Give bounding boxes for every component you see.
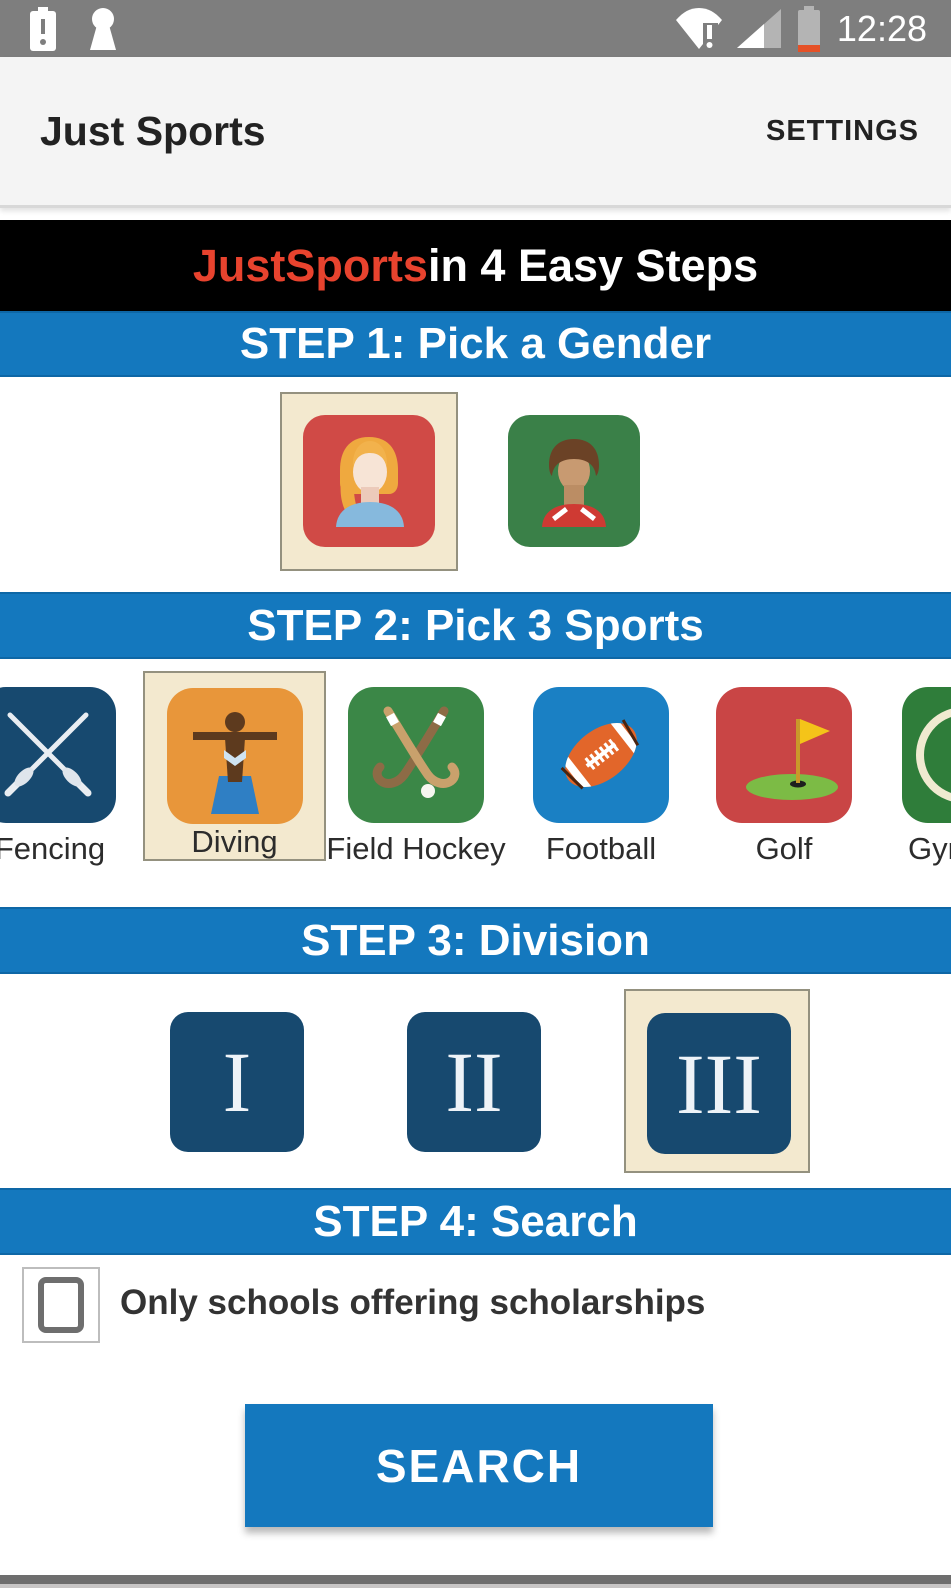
settings-button[interactable]: SETTINGS xyxy=(760,114,925,149)
step4-title: STEP 4: Search xyxy=(313,1196,638,1246)
keyhole-icon xyxy=(84,7,122,51)
status-right-icons: 12:28 xyxy=(675,6,927,52)
division-3-button[interactable]: III xyxy=(647,1013,791,1154)
status-left-icons xyxy=(28,7,122,51)
scholarships-checkbox[interactable] xyxy=(22,1267,100,1343)
division-2-label: II xyxy=(445,1034,503,1130)
step3-banner: STEP 3: Division xyxy=(0,907,951,974)
sport-fencing-label: Fencing xyxy=(0,831,106,866)
division-2-button[interactable]: II xyxy=(407,1012,541,1152)
bottom-divider-light xyxy=(0,1584,951,1588)
sport-golf-tile[interactable] xyxy=(716,687,852,823)
gymnastics-ring-icon xyxy=(902,687,951,823)
sport-gymnastics-tile[interactable] xyxy=(902,687,951,823)
football-icon xyxy=(533,687,669,823)
sport-gymnastics-label: Gym xyxy=(908,831,951,866)
step2-title: STEP 2: Pick 3 Sports xyxy=(247,600,704,650)
status-bar: 12:28 xyxy=(0,0,951,57)
battery-low-icon xyxy=(795,6,823,52)
wifi-warning-icon xyxy=(675,8,723,50)
gender-female-selection-box xyxy=(280,392,458,571)
step3-title: STEP 3: Division xyxy=(301,915,650,965)
hero-tagline: in 4 Easy Steps xyxy=(427,239,759,291)
diver-icon xyxy=(167,688,303,824)
step4-banner: STEP 4: Search xyxy=(0,1188,951,1255)
hero-banner: JustSports in 4 Easy Steps xyxy=(0,220,951,311)
sport-diving-tile[interactable] xyxy=(167,688,303,824)
scholarships-checkbox-label: Only schools offering scholarships xyxy=(120,1283,706,1322)
page-title: Just Sports xyxy=(40,107,266,154)
gender-female-button[interactable] xyxy=(303,415,435,547)
checkbox-box-icon xyxy=(38,1277,84,1333)
male-avatar-icon xyxy=(508,415,640,547)
bottom-divider-dark xyxy=(0,1575,951,1584)
golf-flag-icon xyxy=(716,687,852,823)
step1-banner: STEP 1: Pick a Gender xyxy=(0,311,951,377)
sport-golf-label: Golf xyxy=(755,831,813,866)
field-hockey-sticks-icon xyxy=(348,687,484,823)
sport-football-label: Football xyxy=(545,831,657,866)
fencing-swords-icon xyxy=(0,687,116,823)
sport-field-hockey-tile[interactable] xyxy=(348,687,484,823)
app-bar: Just Sports SETTINGS xyxy=(0,57,951,208)
step2-banner: STEP 2: Pick 3 Sports xyxy=(0,592,951,659)
sport-fencing-tile[interactable] xyxy=(0,687,116,823)
search-button[interactable]: SEARCH xyxy=(245,1404,713,1527)
sport-diving-label: Diving xyxy=(191,824,278,859)
division-1-label: I xyxy=(222,1034,252,1130)
sport-football-tile[interactable] xyxy=(533,687,669,823)
sport-field-hockey-label: Field Hockey xyxy=(326,831,506,866)
battery-alert-icon xyxy=(28,7,58,51)
step1-title: STEP 1: Pick a Gender xyxy=(239,319,712,368)
cell-signal-icon xyxy=(736,9,781,49)
division-3-selection-box: III xyxy=(624,989,810,1173)
sport-diving-selection-box: Diving xyxy=(143,671,326,861)
division-3-label: III xyxy=(676,1035,762,1132)
division-1-button[interactable]: I xyxy=(170,1012,304,1152)
gender-male-button[interactable] xyxy=(508,415,640,547)
clock: 12:28 xyxy=(836,8,927,49)
female-avatar-icon xyxy=(303,415,435,547)
hero-brand: JustSports xyxy=(192,239,428,291)
